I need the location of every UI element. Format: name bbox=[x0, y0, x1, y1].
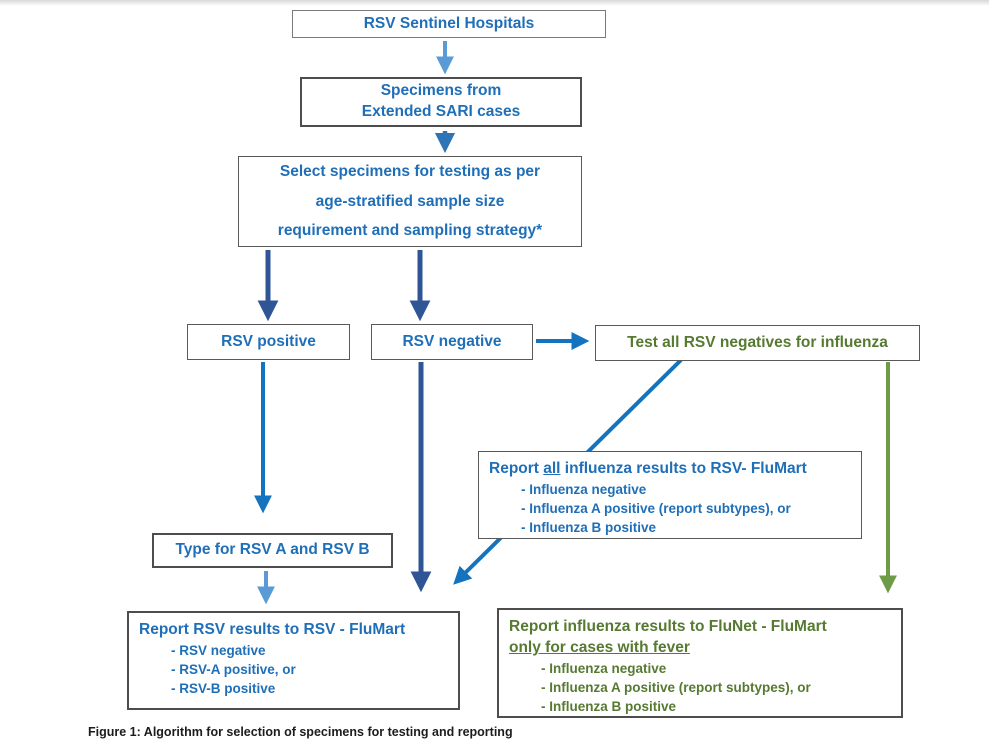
node-label-line1: Specimens from bbox=[380, 82, 502, 100]
node-label: Type for RSV A and RSV B bbox=[175, 541, 370, 559]
bullet-item: - Influenza A positive (report subtypes)… bbox=[541, 680, 811, 695]
node-report-influenza-to-rsv-flumart: Report all influenza results to RSV- Flu… bbox=[478, 451, 862, 539]
bullet-item: - Influenza B positive bbox=[521, 520, 657, 536]
title-suffix: influenza results to RSV- FluMart bbox=[560, 460, 807, 477]
bullet-list: - Influenza negative - Influenza A posit… bbox=[509, 659, 811, 716]
node-label: RSV Sentinel Hospitals bbox=[363, 14, 535, 32]
page-top-shadow bbox=[0, 0, 989, 6]
bullet-item: - RSV-B positive bbox=[171, 681, 276, 697]
bullet-item: - Influenza negative bbox=[541, 660, 667, 676]
node-title-line1: Report influenza results to FluNet - Flu… bbox=[509, 618, 827, 635]
node-label: RSV negative bbox=[402, 332, 502, 350]
node-specimens-extended-sari: Specimens from Extended SARI cases bbox=[300, 77, 582, 127]
node-label-line2: age-stratified sample size bbox=[315, 192, 505, 210]
node-title: Report all influenza results to RSV- Flu… bbox=[489, 459, 807, 480]
bullet-item: - Influenza A positive (report subtypes)… bbox=[521, 501, 791, 517]
node-type-for-rsv-a-b: Type for RSV A and RSV B bbox=[152, 533, 393, 568]
node-test-all-rsv-negatives: Test all RSV negatives for influenza bbox=[595, 325, 920, 361]
node-label: Test all RSV negatives for influenza bbox=[627, 333, 888, 351]
node-label-line2: Extended SARI cases bbox=[361, 103, 521, 120]
node-report-influenza-to-flunet: Report influenza results to FluNet - Flu… bbox=[497, 608, 903, 718]
bullet-item: - RSV-A positive, or bbox=[171, 662, 296, 678]
bullet-item: - Influenza negative bbox=[521, 481, 647, 497]
node-label-line1: Select specimens for testing as per bbox=[279, 163, 541, 181]
node-rsv-sentinel-hospitals: RSV Sentinel Hospitals bbox=[292, 10, 606, 38]
bullet-item: - RSV negative bbox=[171, 642, 266, 658]
bullet-item: - Influenza B positive bbox=[541, 699, 677, 715]
node-title: Report RSV results to RSV - FluMart bbox=[139, 621, 406, 638]
node-title-line2-underlined: only for cases with fever bbox=[509, 638, 690, 656]
title-prefix: Report bbox=[489, 460, 544, 477]
node-rsv-positive: RSV positive bbox=[187, 324, 350, 360]
node-select-specimens: Select specimens for testing as per age-… bbox=[238, 156, 582, 247]
node-label: RSV positive bbox=[221, 332, 316, 350]
bullet-list: - Influenza negative - Influenza A posit… bbox=[489, 480, 791, 537]
title-underlined-word: all bbox=[543, 460, 561, 477]
node-rsv-negative: RSV negative bbox=[371, 324, 533, 360]
figure-caption: Figure 1: Algorithm for selection of spe… bbox=[88, 725, 513, 739]
node-label-line3: requirement and sampling strategy* bbox=[277, 222, 543, 240]
node-report-rsv-results: Report RSV results to RSV - FluMart - RS… bbox=[127, 611, 460, 710]
bullet-list: - RSV negative - RSV-A positive, or - RS… bbox=[139, 641, 296, 698]
